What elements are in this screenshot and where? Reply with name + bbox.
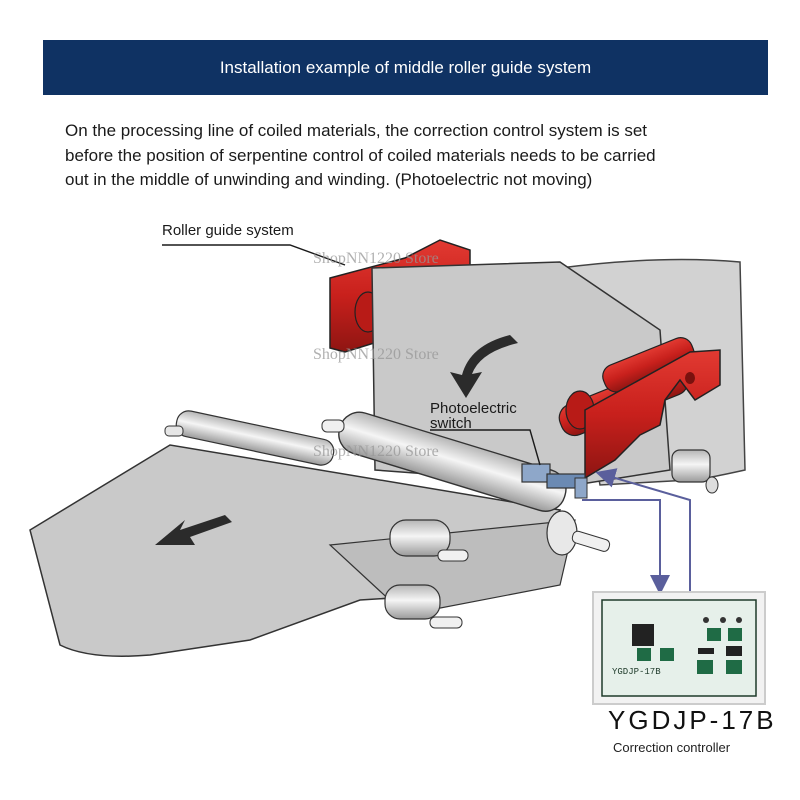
- lower-roller-2: [384, 584, 463, 629]
- panel-button-6: [726, 660, 742, 674]
- panel-button-5: [697, 660, 713, 674]
- far-idler-roller-end: [705, 476, 719, 494]
- right-guide-frame-hole: [685, 372, 695, 384]
- panel-button-3: [637, 648, 651, 661]
- controller-panel: YGDJP-17B: [592, 591, 766, 705]
- back-left-roller: [164, 410, 335, 466]
- signal-arrow-to-controller: [582, 499, 670, 595]
- description-line-2: before the position of serpentine contro…: [65, 145, 656, 165]
- controller-caption: Correction controller: [613, 740, 731, 755]
- main-idler-roller: [321, 411, 611, 556]
- controller-model: YGDJP-17B: [608, 705, 777, 735]
- watermark-1: ShopNN1220 Store: [313, 250, 439, 267]
- description-line-1: On the processing line of coiled materia…: [65, 121, 648, 140]
- lower-roller-1: [389, 519, 469, 562]
- photoelectric-switch-label: Photoelectric switch: [430, 401, 517, 431]
- panel-button-4: [660, 648, 674, 661]
- photoelectric-label-line-2: switch: [430, 415, 472, 432]
- banner-title: Installation example of middle roller gu…: [219, 57, 592, 77]
- signal-arrow-to-guide: [595, 468, 691, 592]
- description-line-3: out in the middle of unwinding and windi…: [65, 170, 593, 189]
- panel-button-2: [728, 628, 742, 641]
- photoelectric-label-line-1: Photoelectric: [430, 400, 517, 417]
- roller-guide-leader: [162, 244, 346, 266]
- segment-display: [632, 624, 654, 646]
- photo-switch-leader: [430, 429, 541, 466]
- watermark-2: ShopNN1220 Store: [313, 346, 439, 363]
- right-guide-frame: [584, 349, 721, 480]
- roller-guide-label: Roller guide system: [162, 222, 294, 239]
- title-banner: Installation example of middle roller gu…: [43, 40, 768, 95]
- far-idler-roller: [671, 449, 711, 483]
- web-direction-arrow: [450, 335, 518, 398]
- panel-model-text: YGDJP-17B: [612, 667, 661, 677]
- photoelectric-sensor: [521, 463, 588, 499]
- description-text: On the processing line of coiled materia…: [65, 119, 755, 193]
- panel-button-1: [707, 628, 721, 641]
- watermark-3: ShopNN1220 Store: [313, 443, 439, 460]
- outgoing-direction-arrow: [155, 515, 232, 545]
